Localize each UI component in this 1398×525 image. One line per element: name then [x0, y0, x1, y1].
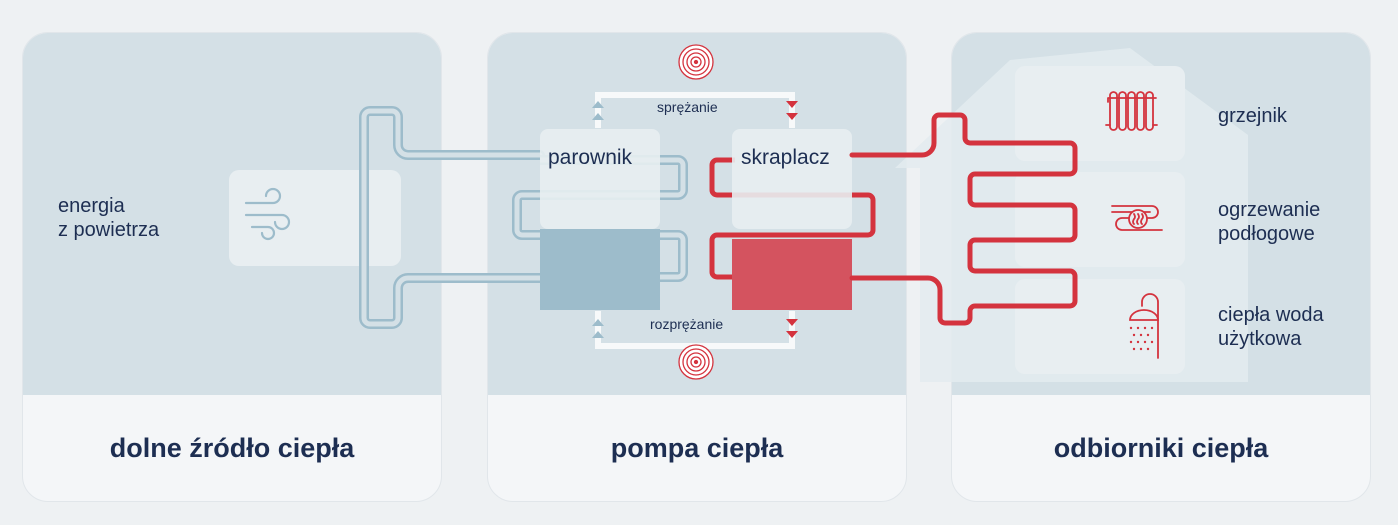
hot-pipe: [849, 112, 1078, 326]
hot-water-label: ciepła woda użytkowa: [1218, 303, 1324, 351]
condenser-coil: [709, 157, 876, 280]
air-energy-label-line1: energia: [58, 195, 125, 217]
compression-loop: [595, 92, 795, 128]
air-source-box: [229, 170, 401, 266]
cold-up-arrows-top: [592, 101, 604, 120]
cold-pipe: [359, 106, 545, 329]
evaporator-coil: [512, 155, 688, 282]
panel-caption: dolne źródło ciepła: [109, 432, 355, 463]
radiator-label: grzejnik: [1218, 105, 1287, 127]
radiator-box: [1015, 66, 1185, 161]
hot-down-arrows-bottom: [786, 319, 798, 338]
floor-heating-label: ogrzewanie podłogowe: [1218, 198, 1320, 246]
expansion-valve-icon: [678, 344, 714, 380]
radiator-icon: [1105, 91, 1158, 131]
floor-heating-label-line1: ogrzewanie: [1218, 199, 1321, 221]
compression-label: sprężanie: [657, 99, 718, 115]
condenser-label: skraplacz: [741, 146, 830, 169]
floor-heating-box: [1015, 172, 1185, 267]
panel-caption: odbiorniki ciepła: [1053, 432, 1269, 463]
shower-icon: [1129, 293, 1159, 359]
air-energy-label: energia z powietrza: [58, 194, 159, 242]
evaporator-box: [540, 129, 660, 229]
panel-caption: pompa ciepła: [610, 432, 784, 463]
expansion-label: rozprężanie: [650, 316, 724, 332]
air-energy-label-line2: z powietrza: [58, 219, 160, 241]
wind-icon: [244, 187, 291, 241]
floor-heating-icon: [1111, 205, 1163, 231]
hot-down-arrows-top: [786, 101, 798, 120]
hot-water-box: [1015, 279, 1185, 374]
evaporator-label: parownik: [548, 146, 633, 169]
hot-water-label-line2: użytkowa: [1218, 328, 1302, 350]
compressor-icon: [678, 44, 714, 80]
hot-water-label-line1: ciepła woda: [1218, 304, 1324, 326]
condenser-box: [732, 129, 852, 229]
floor-heating-label-line2: podłogowe: [1218, 223, 1315, 245]
cold-up-arrows-bottom: [592, 319, 604, 338]
